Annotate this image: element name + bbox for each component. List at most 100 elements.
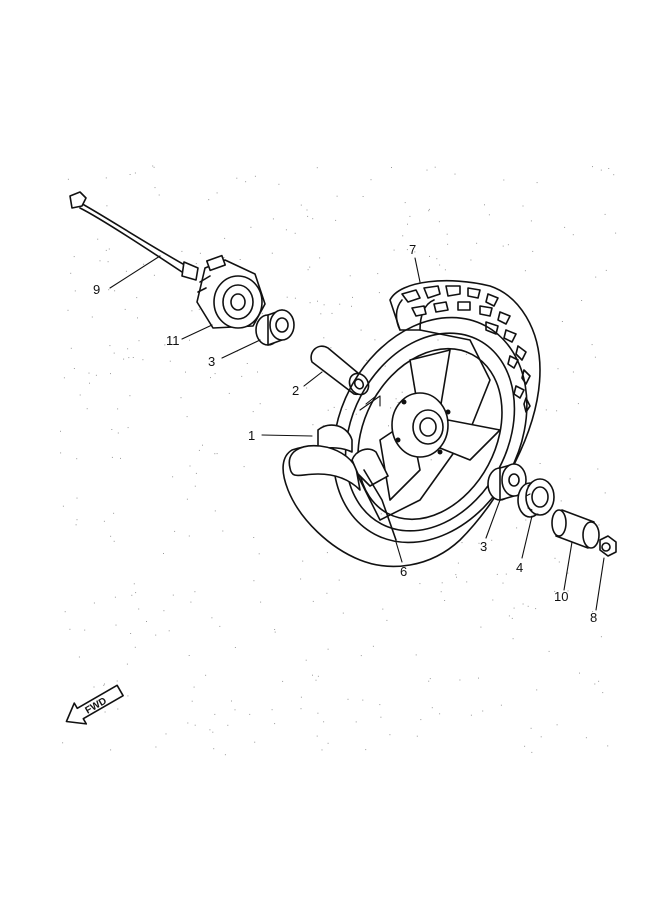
scan-speck [336, 195, 338, 197]
scan-speck [239, 259, 241, 260]
scan-speck [254, 175, 256, 177]
scan-speck [600, 636, 602, 638]
scan-speck [172, 594, 174, 596]
scan-speck [214, 713, 216, 715]
scan-speck [524, 270, 526, 272]
callout-10: 10 [554, 589, 568, 604]
scan-speck [163, 553, 164, 554]
scan-speck [110, 749, 112, 751]
scan-speck [111, 456, 113, 458]
scan-speck [513, 607, 515, 609]
scan-speck [180, 397, 182, 399]
scan-speck [478, 677, 479, 679]
scan-speck [191, 700, 193, 702]
scan-speck [155, 746, 157, 748]
scan-speck [444, 600, 446, 601]
scan-speck [110, 535, 112, 537]
scan-speck [307, 269, 309, 271]
scan-speck [257, 371, 258, 373]
scan-speck [70, 272, 72, 274]
scan-speck [503, 179, 505, 181]
scan-speck [447, 243, 449, 245]
scan-speck [113, 512, 115, 514]
scan-speck [88, 372, 90, 374]
scan-speck [79, 394, 81, 396]
scan-speck [370, 179, 372, 181]
scan-speck [615, 232, 617, 234]
scan-speck [110, 373, 111, 375]
scan-speck [327, 409, 329, 411]
scan-speck [93, 602, 95, 604]
scan-speck [115, 624, 117, 626]
scan-speck [524, 745, 526, 747]
scan-speck [271, 252, 273, 254]
scan-speck [146, 621, 147, 622]
scan-speck [214, 510, 216, 512]
scan-speck [282, 680, 284, 682]
scan-speck [415, 654, 417, 656]
scan-speck [158, 194, 160, 196]
scan-speck [108, 248, 110, 250]
scan-speck [214, 373, 216, 375]
scan-speck [339, 303, 341, 305]
scan-speck [579, 672, 580, 674]
scan-speck [111, 429, 113, 430]
scan-speck [366, 359, 368, 361]
scan-speck [124, 308, 126, 310]
scan-speck [250, 226, 252, 228]
scan-speck [174, 530, 176, 532]
scan-speck [605, 269, 607, 271]
scan-speck [163, 610, 165, 612]
scan-speck [105, 249, 107, 251]
scan-speck [306, 387, 308, 389]
scan-speck [378, 292, 380, 294]
scan-speck [227, 724, 229, 726]
scan-speck [202, 444, 203, 446]
scan-speck [132, 357, 134, 358]
scan-speck [138, 340, 140, 342]
scan-speck [126, 663, 128, 665]
scan-speck [104, 683, 105, 685]
scan-speck [64, 611, 66, 613]
scan-speck [127, 348, 129, 350]
scan-speck [355, 413, 357, 415]
scan-speck [554, 590, 556, 592]
scan-speck [130, 633, 132, 634]
scan-speck [476, 242, 478, 244]
scan-speck [315, 679, 317, 681]
scan-speck [129, 174, 131, 175]
scan-speck [241, 375, 243, 377]
scan-speck [430, 459, 432, 461]
scan-speck [154, 187, 156, 189]
scan-speck [312, 674, 313, 676]
scan-speck [598, 680, 600, 682]
scan-speck [327, 648, 329, 650]
scan-speck [556, 410, 558, 412]
scan-speck [564, 226, 566, 228]
scan-speck [143, 263, 145, 265]
scan-speck [316, 735, 318, 737]
scan-speck [138, 608, 140, 610]
scan-speck [107, 261, 109, 263]
scan-speck [326, 592, 328, 594]
scan-speck [431, 707, 433, 709]
scan-speck [482, 710, 484, 712]
scan-speck [581, 300, 583, 301]
scan-speck [252, 411, 254, 413]
scan-speck [259, 403, 261, 405]
scan-speck [362, 196, 364, 197]
scan-speck [190, 601, 192, 603]
scan-speck [409, 215, 411, 217]
scan-speck [492, 599, 494, 601]
scan-speck [134, 172, 136, 174]
scan-speck [380, 716, 382, 718]
scan-speck [600, 169, 602, 171]
scan-speck [62, 505, 64, 507]
scan-speck [355, 721, 357, 723]
callout-6: 6 [400, 564, 407, 579]
fwd-label: FWD [83, 696, 108, 717]
scan-speck [569, 478, 571, 480]
scan-speck [108, 289, 110, 291]
scan-speck [558, 561, 560, 563]
